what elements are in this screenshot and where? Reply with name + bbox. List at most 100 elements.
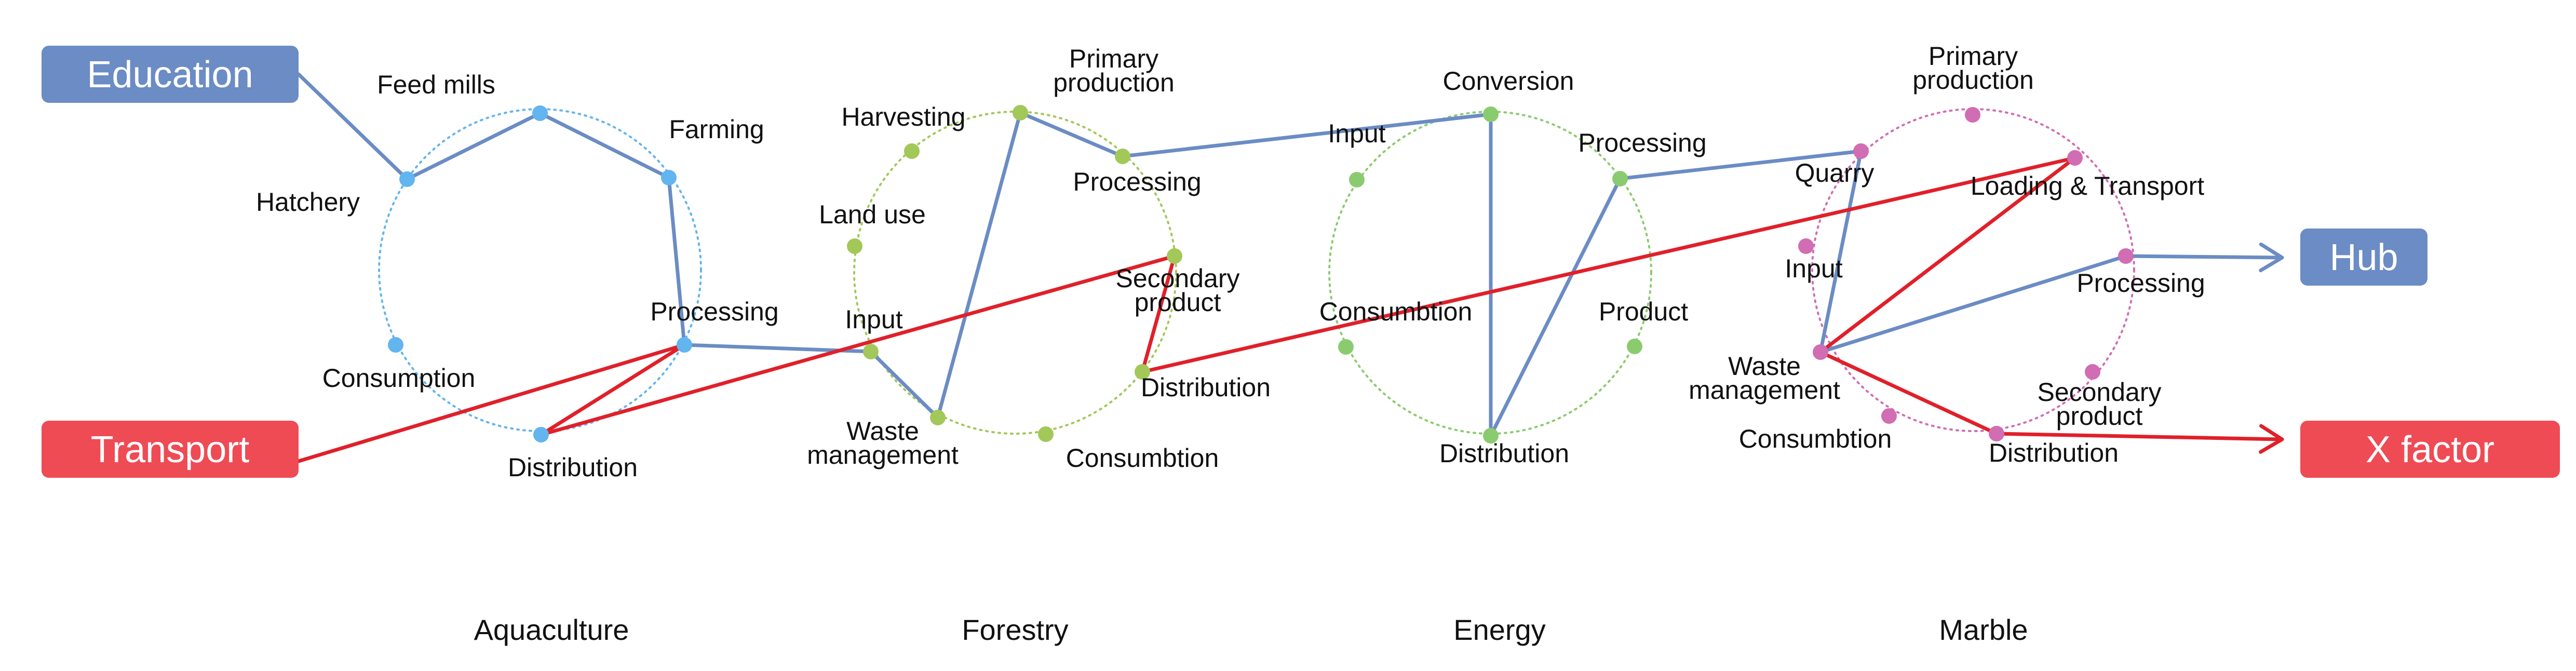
m-proc-node	[2118, 248, 2134, 264]
a-cons-node	[388, 337, 403, 353]
energy-title: Energy	[1453, 613, 1545, 646]
education-box-bg	[42, 46, 299, 103]
m-cons-node	[1881, 408, 1897, 424]
link-m_waste-to-m_proc	[1818, 254, 2128, 354]
e-prod-label: Product	[1599, 297, 1688, 326]
m-cons-label: Consumbtion	[1739, 424, 1892, 453]
m-input-node	[1798, 238, 1814, 254]
link-e_dist-to-e_proc	[1489, 177, 1622, 438]
a-proc-node	[677, 337, 692, 353]
f-input-node	[863, 344, 879, 359]
m-quarry-label: Quarry	[1795, 158, 1874, 187]
m-prim-node	[1965, 107, 1980, 123]
transport-box-bg	[42, 421, 299, 478]
marble-title: Marble	[1939, 613, 2028, 646]
f-dist-label: Distribution	[1141, 373, 1271, 402]
link-f_dist-to-m_load	[1140, 156, 2077, 374]
hub-box-bg	[2300, 229, 2427, 286]
f-input-label: Input	[845, 305, 902, 334]
m-dist-node	[1989, 426, 2004, 441]
sector-rings	[378, 108, 2135, 435]
e-input-label: Input	[1328, 119, 1385, 148]
a-hatch-label: Hatchery	[256, 187, 360, 217]
arrowhead-hub-icon	[2259, 243, 2284, 273]
e-conv-label: Conversion	[1443, 66, 1574, 96]
a-feed-label: Feed mills	[377, 70, 495, 99]
f-cons-node	[1038, 426, 1054, 442]
link-f_waste-to-f_prim	[936, 111, 1022, 420]
energy-ring	[1328, 111, 1652, 435]
aquaculture-ring	[378, 108, 702, 432]
a-farm-label: Farming	[669, 115, 764, 144]
f-sec-node	[1167, 248, 1182, 264]
m-quarry-node	[1853, 143, 1869, 159]
link-m_proc-to-hub	[2124, 254, 2284, 260]
link-f_proc-to-e_conv	[1121, 112, 1493, 158]
xfactor-box-bg	[2300, 421, 2560, 478]
link-a_dist-to-f_sec	[539, 254, 1177, 437]
m-load-node	[2067, 150, 2083, 166]
xfactor-box: X factor	[2300, 421, 2560, 478]
e-proc-label: Processing	[1578, 128, 1706, 157]
link-a_proc-to-a_dist	[539, 343, 686, 437]
e-input-node	[1349, 172, 1365, 187]
xfactor-box-label: X factor	[2366, 429, 2494, 471]
e-prod-node	[1627, 339, 1642, 354]
a-feed-node	[532, 105, 548, 121]
m-load-label: Loading & Transport	[1971, 171, 2204, 200]
forestry-title: Forestry	[962, 613, 1068, 646]
m-dist-label: Distribution	[1989, 438, 2119, 467]
connection-links	[296, 72, 2284, 463]
e-conv-node	[1483, 106, 1499, 122]
f-land-label: Land use	[819, 200, 926, 229]
link-e_proc-to-m_quarry	[1618, 149, 1863, 181]
link-f_sec-to-f_dist	[1140, 254, 1177, 374]
f-land-node	[847, 238, 862, 254]
a-hatch-node	[399, 171, 415, 187]
a-dist-label: Distribution	[508, 453, 638, 482]
sector-titles: Aquaculture Forestry Energy Marble	[474, 613, 2028, 646]
aquaculture-title: Aquaculture	[474, 613, 629, 646]
link-education-to-a_hatch	[296, 72, 409, 181]
m-sec-node	[2085, 364, 2100, 380]
f-waste-node	[930, 410, 946, 425]
transport-box: Transport	[42, 421, 299, 478]
a-farm-node	[661, 170, 677, 185]
arrowhead-xfactor-icon	[2259, 424, 2284, 454]
a-cons-label: Consumption	[322, 364, 476, 393]
a-proc-label: Processing	[650, 297, 778, 326]
education-box-label: Education	[87, 54, 253, 96]
f-prim-node	[1013, 105, 1028, 120]
f-harv-label: Harvesting	[842, 102, 966, 131]
link-transport-to-a_proc	[296, 343, 686, 463]
m-proc-label: Processing	[2076, 269, 2205, 298]
f-cons-label: Consumbtion	[1066, 444, 1219, 473]
hub-box-label: Hub	[2329, 237, 2398, 278]
link-m_load-to-m_waste	[1818, 156, 2077, 354]
e-cons-label: Consumbtion	[1319, 297, 1473, 326]
link-a_feed-to-a_farm	[538, 111, 671, 180]
a-dist-node	[533, 427, 549, 442]
education-box: Education	[42, 46, 299, 103]
f-proc-label: Processing	[1073, 167, 1201, 196]
node-labels: Feed millsFarmingHatcheryProcessingConsu…	[256, 42, 2205, 482]
link-f_prim-to-f_proc	[1018, 111, 1125, 158]
f-harv-node	[904, 143, 920, 159]
hub-box: Hub	[2300, 229, 2427, 286]
m-input-label: Input	[1785, 254, 1842, 283]
sector-nodes	[388, 105, 2134, 444]
link-a_farm-to-a_proc	[667, 176, 686, 347]
e-proc-node	[1612, 171, 1628, 186]
m-waste-node	[1813, 344, 1828, 360]
forestry-ring	[853, 111, 1177, 435]
link-a_hatch-to-a_feed	[405, 111, 542, 181]
e-cons-node	[1338, 339, 1354, 355]
